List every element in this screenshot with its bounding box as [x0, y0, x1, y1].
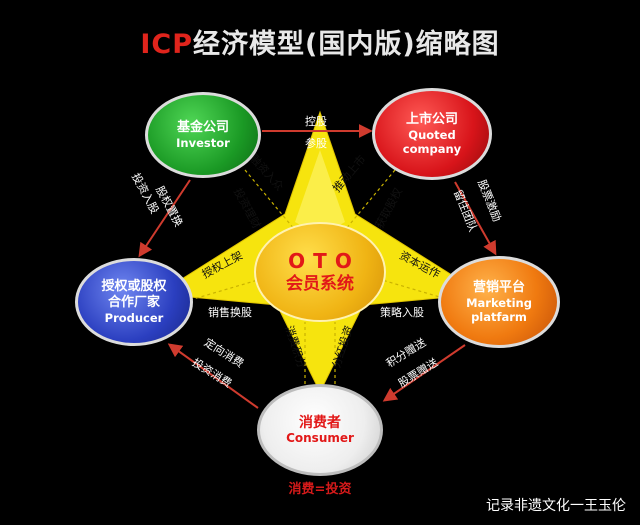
star-highlight [295, 150, 345, 236]
oto-label: OTO [288, 249, 360, 273]
oto-member-system-node: OTO 会员系统 [254, 222, 386, 322]
label-equity-stake: 参股 [305, 136, 327, 150]
label-acquire-equity: 获取股权 [373, 186, 405, 231]
quoted-label-cn: 上市公司 [405, 112, 458, 127]
quoted-label-en-1: Quoted [408, 128, 456, 142]
label-sales-swap: 销售换股 [208, 305, 252, 319]
member-system-label: 会员系统 [286, 274, 354, 294]
investor-label-en: Investor [176, 136, 230, 150]
label-stock-incentive: 股票激励 [475, 177, 504, 223]
producer-node: 授权或股权 合作厂家 Producer [75, 258, 193, 346]
investor-node: 基金公司 Investor [145, 92, 261, 178]
label-strategic-stake: 策略入股 [380, 305, 424, 319]
quoted-company-node: 上市公司 Quoted company [372, 88, 492, 180]
marketing-platform-node: 营销平台 Marketing platfarm [438, 256, 560, 348]
consumer-node: 消费者 Consumer [257, 384, 383, 476]
investor-label-cn: 基金公司 [176, 120, 229, 135]
marketing-label-cn: 营销平台 [472, 280, 525, 295]
label-retain-team: 留住团队 [451, 187, 480, 233]
label-wealth-management: 投资理财 [231, 185, 264, 230]
consumer-label-cn: 消费者 [299, 415, 341, 431]
arrow-marketing-to-consumer [382, 344, 466, 402]
marketing-label-en-1: Marketing [466, 296, 532, 310]
quoted-label-en-2: company [402, 142, 462, 156]
arrow-quoted-to-marketing [454, 181, 497, 256]
consumer-label-en: Consumer [286, 431, 354, 445]
producer-label-cn-1: 授权或股权 [101, 279, 167, 294]
label-holding: 控股 [305, 114, 327, 128]
label-financing: 融资入众 [247, 152, 286, 193]
title-prefix: ICP [140, 29, 193, 60]
footer-note: 记录非遗文化一王玉伦 [486, 498, 626, 514]
diagram-title: ICP经济模型(国内版)缩略图 [0, 22, 640, 61]
producer-label-en: Producer [104, 311, 164, 325]
arrow-consumer-to-producer [167, 343, 259, 409]
arrow-investor-to-producer [138, 179, 191, 258]
title-main: 经济模型(国内版)缩略图 [192, 29, 500, 60]
spoke-quoted [344, 169, 396, 231]
producer-label-cn-2: 合作厂家 [107, 295, 160, 310]
marketing-label-en-2: platfarm [471, 310, 527, 324]
consumption-equals-investment: 消费=投资 [288, 482, 352, 497]
spoke-investor [244, 169, 296, 231]
